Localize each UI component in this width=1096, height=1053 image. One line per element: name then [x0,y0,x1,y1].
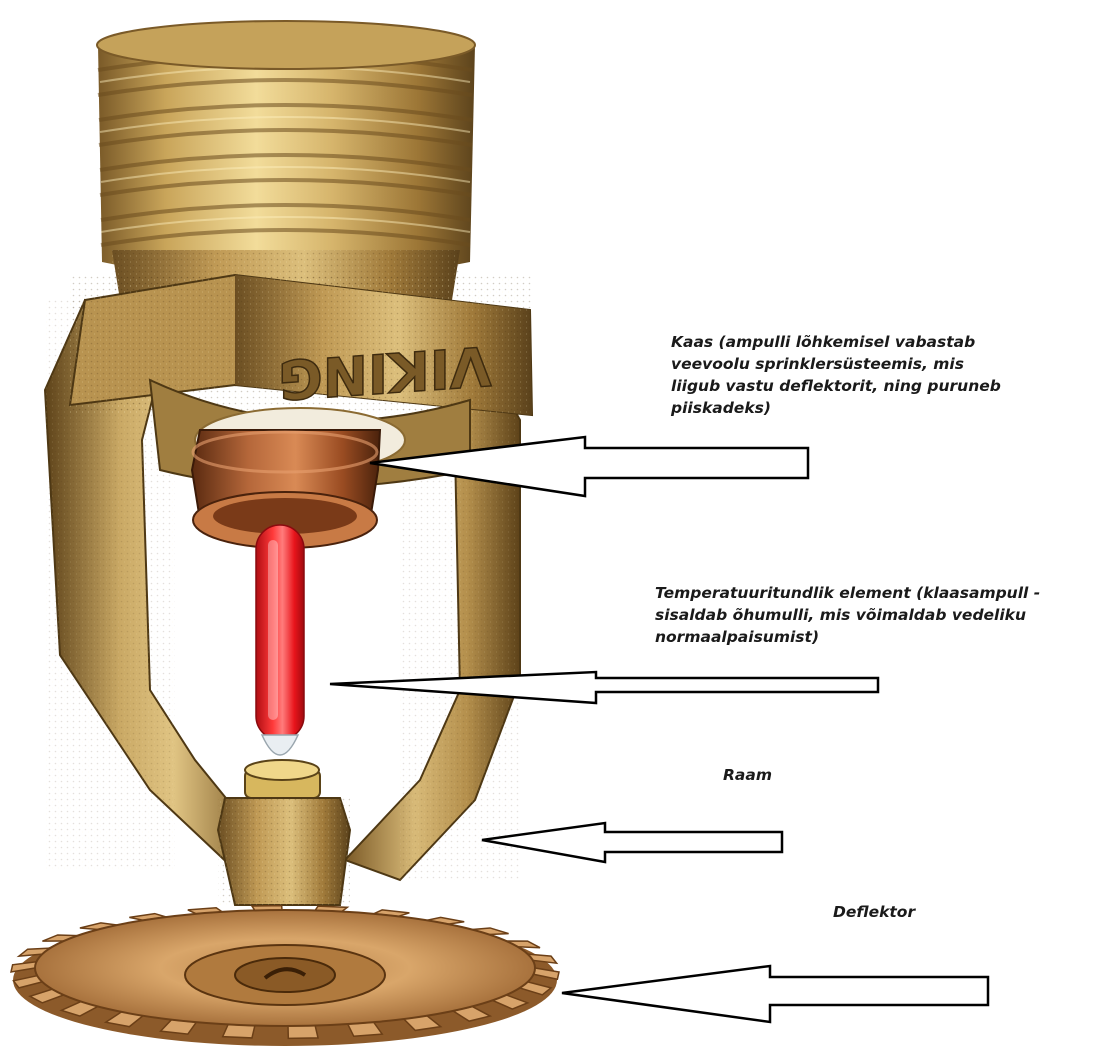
label-cap-line: veevoolu sprinklersüsteemis, mis [671,353,1001,375]
load-screw [218,760,350,905]
label-frame-line: Raam [723,764,772,786]
label-deflector-line: Deflektor [833,901,915,923]
threaded-nipple [97,21,475,281]
arrow-frame [482,823,782,862]
deflector-tooth [288,1026,318,1039]
deflector [11,906,559,1046]
label-bulb: Temperatuuritundlik element (klaasampull… [655,582,1040,648]
deflector-tooth [223,1024,255,1037]
glass-bulb [256,525,304,755]
label-cap-line: liigub vastu deflektorit, ning puruneb [671,375,1001,397]
label-bulb-line: Temperatuuritundlik element (klaasampull… [655,582,1040,604]
label-bulb-line: sisaldab õhumulli, mis võimaldab vedelik… [655,604,1040,626]
label-cap-line: piiskadeks) [671,397,1001,419]
label-cap-line: Kaas (ampulli lõhkemisel vabastab [671,331,1001,353]
arrow-deflector [562,966,988,1022]
label-deflector: Deflektor [833,901,915,923]
label-frame: Raam [723,764,772,786]
label-bulb-line: normaalpaisumist) [655,626,1040,648]
label-cap: Kaas (ampulli lõhkemisel vabastab veevoo… [671,331,1001,419]
